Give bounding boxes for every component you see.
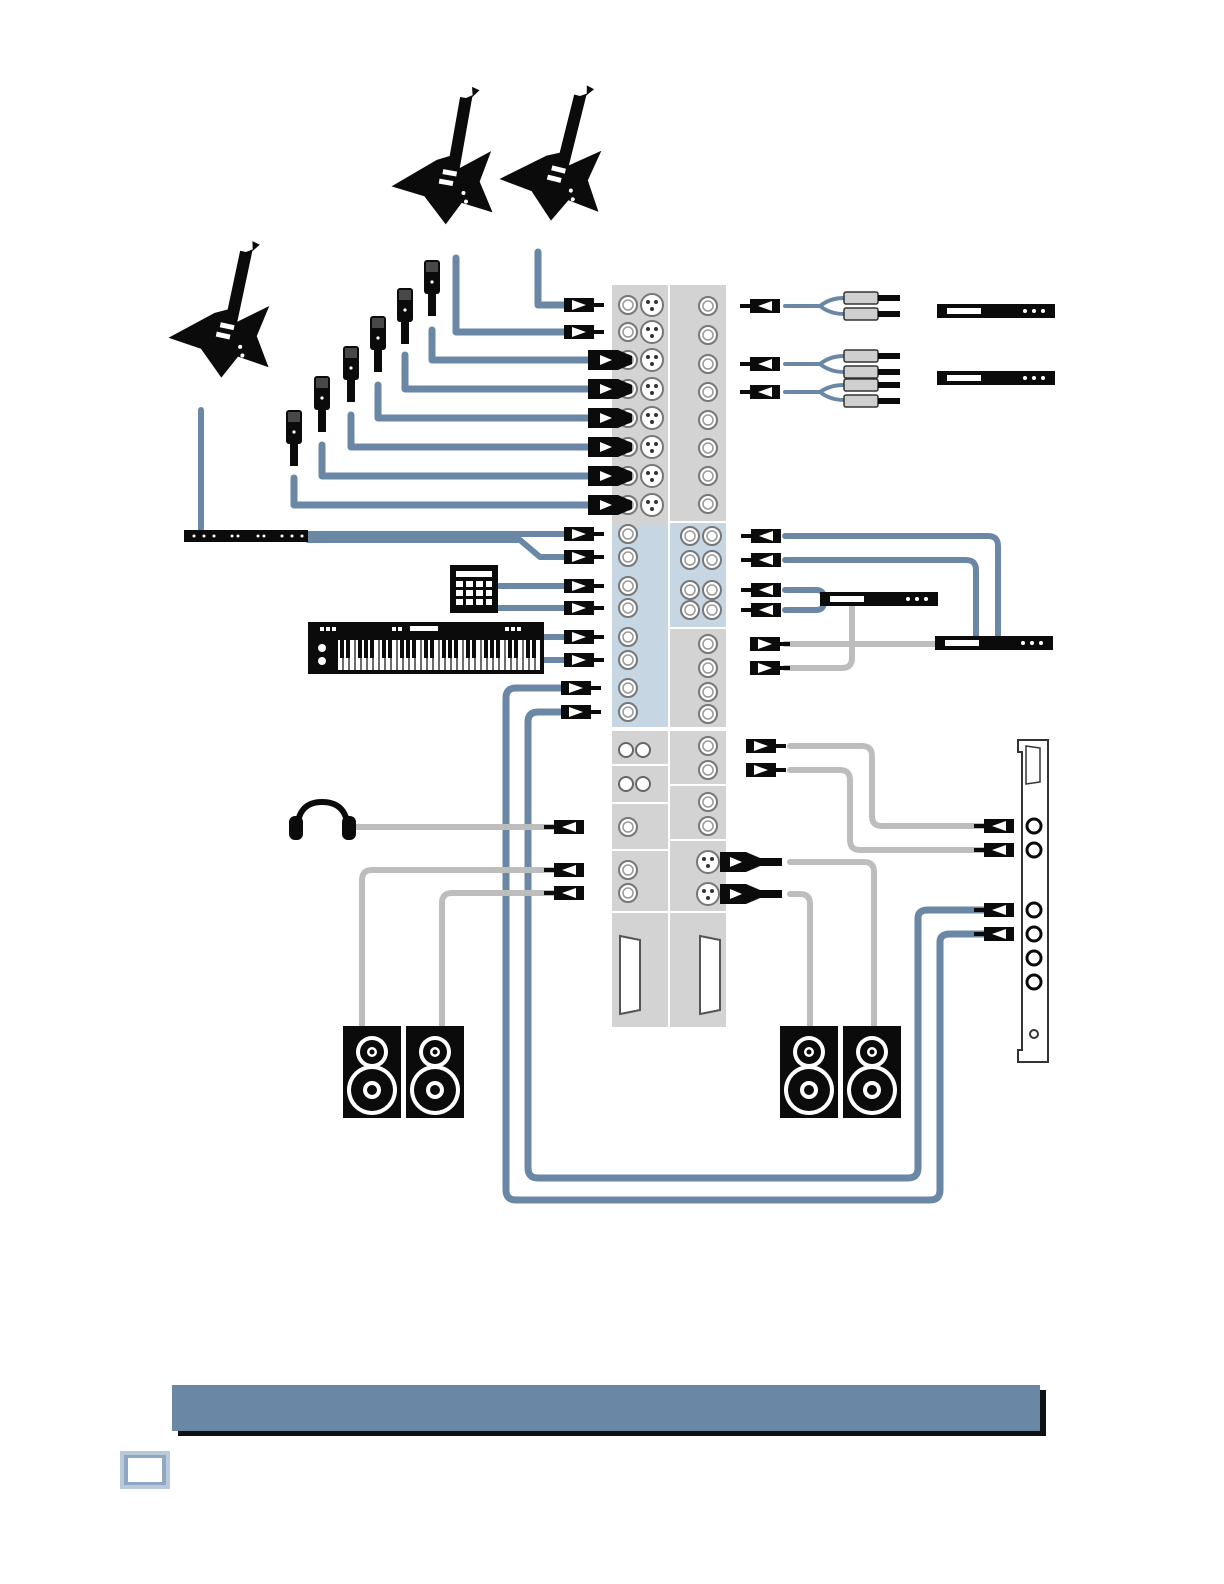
- microphone-icon: [286, 260, 440, 466]
- speaker-icon: [343, 1026, 901, 1118]
- drum-machine-icon: [450, 565, 498, 613]
- sound-card-icon: [1018, 740, 1048, 1062]
- di-splitter-rack: [184, 530, 308, 542]
- headphones-icon: [289, 802, 356, 840]
- insert-y-cables: [844, 292, 900, 407]
- page-number: [128, 1458, 162, 1482]
- keyboard-icon: [308, 622, 544, 674]
- guitar-icon: [163, 70, 628, 386]
- footer-band: [172, 1385, 1040, 1431]
- page-number-box: [120, 1451, 170, 1489]
